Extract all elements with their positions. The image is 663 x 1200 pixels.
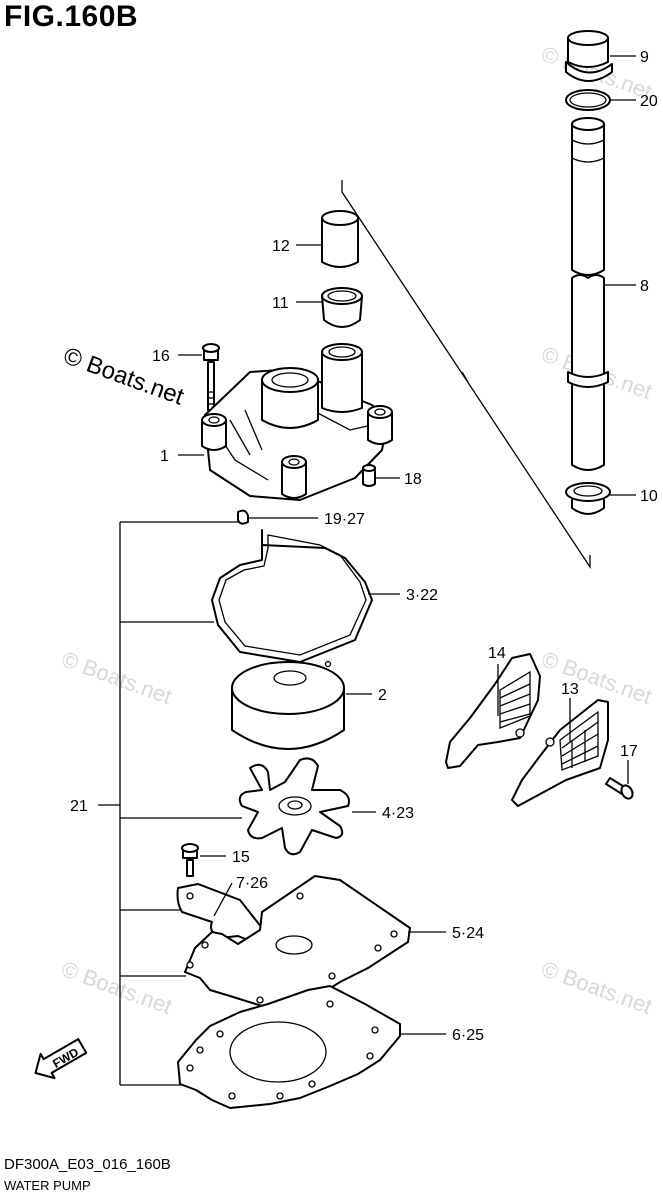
footer-drawing-name: WATER PUMP <box>4 1178 91 1193</box>
callout-20: 20 <box>640 93 658 110</box>
part-16-bolt <box>202 343 220 411</box>
part-19-key <box>237 509 249 525</box>
part-15-bolt <box>181 843 199 877</box>
section-divider-line <box>341 180 591 570</box>
part-3-gasket <box>211 529 373 663</box>
callout-1: 1 <box>160 448 169 465</box>
callout-5-24: 5·24 <box>452 925 484 942</box>
part-12-sleeve <box>321 210 359 268</box>
callout-8: 8 <box>640 278 649 295</box>
callout-18: 18 <box>404 471 422 488</box>
callout-4-23: 4·23 <box>382 805 414 822</box>
callout-3-22: 3·22 <box>406 587 438 604</box>
callout-2: 2 <box>378 687 387 704</box>
callout-17: 17 <box>620 743 638 760</box>
callout-7-26: 7·26 <box>236 875 268 892</box>
watermark: © Boats.net <box>538 956 655 1019</box>
part-8-water-tube <box>567 117 609 471</box>
callout-10: 10 <box>640 488 658 505</box>
part-17-screw <box>605 777 634 800</box>
callout-11: 11 <box>272 295 289 312</box>
footer-drawing-code: DF300A_E03_016_160B <box>4 1156 171 1173</box>
figure-title: FIG.160B <box>4 0 139 33</box>
watermark: © Boats.net <box>58 646 175 709</box>
part-4-impeller <box>238 757 350 856</box>
part-10-grommet <box>565 482 611 515</box>
callout-19-27: 19·27 <box>324 511 365 528</box>
callout-21: 21 <box>70 798 88 815</box>
callout-6-25: 6·25 <box>452 1027 484 1044</box>
part-13-screen <box>511 699 609 807</box>
callout-15: 15 <box>232 849 250 866</box>
part-6-gasket <box>177 985 401 1109</box>
part-2-impeller-housing <box>231 660 345 750</box>
callout-9: 9 <box>640 49 649 66</box>
callout-labels: 9 20 8 10 12 11 16 1 18 19·27 3·22 2 14 … <box>70 49 658 1044</box>
callout-13: 13 <box>561 681 579 698</box>
part-18-dowel-pin <box>362 464 376 487</box>
callout-12: 12 <box>272 238 290 255</box>
callout-16: 16 <box>152 348 170 365</box>
part-5-plate <box>184 875 411 1007</box>
part-14-screen <box>445 653 541 769</box>
fwd-arrow: FWD <box>34 1038 88 1080</box>
divider-break <box>461 371 469 383</box>
callout-14: 14 <box>488 645 506 662</box>
watermark: © Boats.net <box>538 646 655 709</box>
leader-lines <box>98 55 636 1086</box>
part-20-o-ring <box>565 89 611 111</box>
watermark: © Boats.net <box>58 956 175 1019</box>
part-9-seal <box>565 30 613 82</box>
part-1-pump-case <box>201 343 393 501</box>
part-11-liner <box>321 287 363 328</box>
